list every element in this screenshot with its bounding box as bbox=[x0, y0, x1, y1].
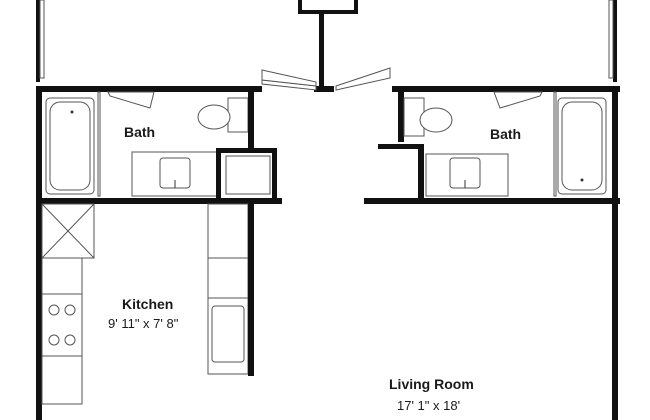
room-dim-kitchen: 9' 11" x 7' 8" bbox=[108, 316, 179, 331]
closet-wall-b bbox=[272, 148, 277, 200]
upper-walls bbox=[36, 0, 617, 90]
bath-left-wall-low bbox=[216, 148, 276, 153]
bath-right-wall-left bbox=[398, 90, 404, 142]
room-name-bath-left: Bath bbox=[124, 124, 156, 140]
burner-2 bbox=[64, 304, 76, 316]
wall-top-right bbox=[398, 86, 620, 92]
bath-right-wall-step bbox=[378, 144, 422, 149]
wall-bath-right-bottom bbox=[364, 198, 620, 204]
wall-stub-left bbox=[252, 86, 262, 92]
range bbox=[41, 293, 83, 357]
window-left-top bbox=[39, 0, 45, 79]
bathtub-left bbox=[45, 97, 95, 195]
bath-left-wall-right bbox=[248, 90, 254, 150]
bath-right-divider bbox=[553, 91, 557, 197]
burner-1 bbox=[48, 304, 60, 316]
bathtub-left-drain bbox=[70, 110, 74, 114]
window-right-top bbox=[608, 0, 614, 79]
toilet-tank-left bbox=[227, 97, 249, 133]
outer-wall-right bbox=[612, 86, 618, 420]
wall-stub-center bbox=[314, 86, 334, 92]
closet-wall-a bbox=[216, 148, 221, 200]
burner-3 bbox=[48, 334, 60, 346]
bath-left bbox=[45, 90, 277, 200]
bath-top-walls bbox=[36, 86, 620, 92]
closet-wall-bottom bbox=[298, 10, 358, 14]
wall-stub-right bbox=[392, 86, 402, 92]
bathtub-right-basin bbox=[561, 101, 603, 191]
upper-doors bbox=[261, 67, 391, 91]
pantry-diag-b bbox=[41, 203, 95, 259]
kitchen-sink bbox=[211, 305, 245, 363]
bath-left-divider bbox=[97, 91, 101, 197]
door-bath-left-top bbox=[107, 91, 155, 109]
bath-right-wall-lower bbox=[418, 144, 424, 198]
wall-bath-left-bottom bbox=[36, 198, 282, 204]
appliance-box bbox=[225, 155, 271, 195]
bath-right bbox=[378, 90, 607, 198]
kitchen-wall-right bbox=[248, 204, 254, 376]
outer-wall-left bbox=[36, 86, 42, 420]
room-dim-living: 17' 1" x 18' bbox=[397, 398, 461, 413]
bathtub-right bbox=[557, 97, 607, 195]
door-upper-right bbox=[335, 67, 391, 91]
dishwasher bbox=[207, 257, 249, 299]
room-name-bath-right: Bath bbox=[490, 126, 522, 142]
door-bath-right-top bbox=[493, 91, 543, 109]
closet-wall-right bbox=[354, 0, 358, 14]
outer-wall-left-top bbox=[36, 0, 40, 82]
kitchen-fixtures bbox=[41, 203, 254, 405]
bathtub-right-drain bbox=[580, 178, 584, 182]
closet-wall-left bbox=[298, 0, 302, 14]
toilet-bowl-left bbox=[197, 104, 231, 130]
bathtub-left-basin bbox=[49, 101, 91, 191]
center-partition bbox=[319, 10, 324, 90]
door-upper-left-swing bbox=[261, 69, 317, 87]
burner-4 bbox=[64, 334, 76, 346]
room-name-living: Living Room bbox=[389, 376, 474, 392]
room-name-kitchen: Kitchen bbox=[122, 296, 174, 312]
outer-wall-right-top bbox=[613, 0, 617, 82]
wall-top-left bbox=[36, 86, 258, 92]
toilet-bowl-right bbox=[419, 107, 453, 133]
